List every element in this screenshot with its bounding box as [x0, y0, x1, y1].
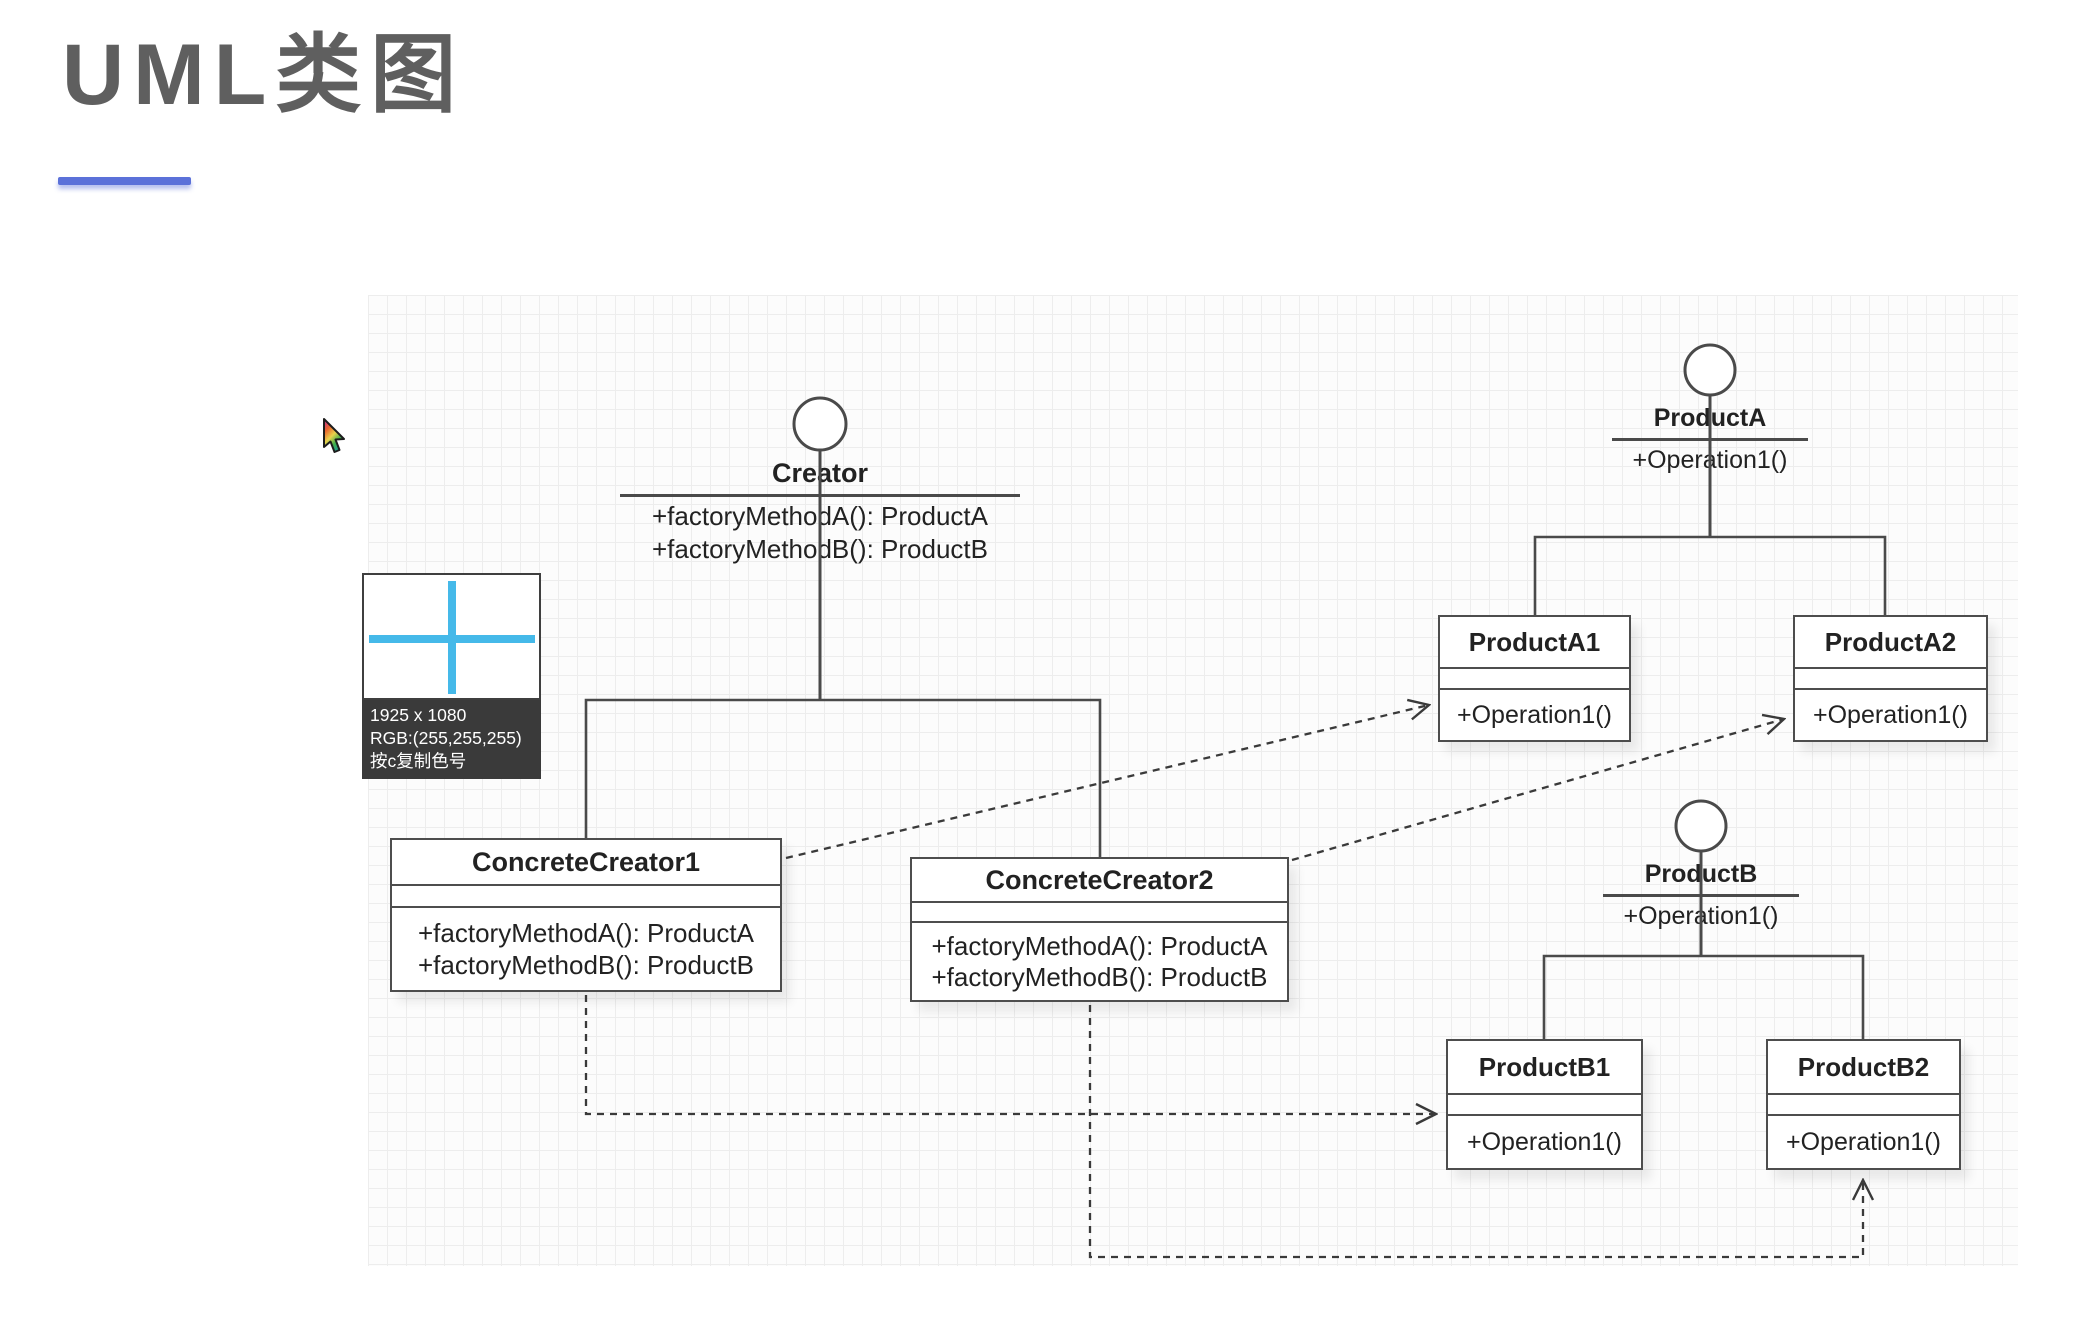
color-picker-swatch: [362, 573, 541, 700]
copy-hint-label: 按c复制色号: [370, 751, 467, 771]
class-name: Creator: [620, 458, 1020, 497]
class-name: ProductB2: [1768, 1041, 1959, 1095]
color-picker-overlay: 1925 x 1080 RGB:(255,255,255) 按c复制色号: [362, 573, 541, 779]
title-underline: [58, 177, 191, 185]
screen-dimensions-label: 1925 x 1080: [370, 705, 467, 725]
class-name: ConcreteCreator2: [912, 859, 1287, 903]
method-label: +Operation1(): [1813, 700, 1968, 729]
mouse-cursor-icon: [323, 418, 345, 453]
method-label: +factoryMethodB(): ProductB: [652, 534, 988, 564]
method-label: +factoryMethodA(): ProductA: [931, 930, 1268, 961]
color-picker-readout: 1925 x 1080 RGB:(255,255,255) 按c复制色号: [362, 700, 541, 779]
method-label: +factoryMethodB(): ProductB: [418, 950, 754, 980]
class-product-a[interactable]: ProductA +Operation1(): [1612, 404, 1808, 477]
class-concrete-creator-2[interactable]: ConcreteCreator2 +factoryMethodA(): Prod…: [910, 857, 1289, 1002]
class-creator[interactable]: Creator +factoryMethodA(): ProductA +fac…: [620, 458, 1020, 566]
class-name: ProductA2: [1795, 617, 1986, 669]
method-label: +Operation1(): [1467, 1127, 1622, 1156]
attributes-compartment: [392, 886, 780, 908]
method-label: +factoryMethodA(): ProductA: [652, 501, 988, 531]
class-name: ProductA: [1612, 404, 1808, 441]
class-name: ConcreteCreator1: [392, 840, 780, 886]
class-product-b1[interactable]: ProductB1 +Operation1(): [1446, 1039, 1643, 1170]
page-title: UML类图: [62, 27, 466, 123]
attributes-compartment: [1768, 1095, 1959, 1116]
class-product-b2[interactable]: ProductB2 +Operation1(): [1766, 1039, 1961, 1170]
method-label: +factoryMethodB(): ProductB: [931, 961, 1268, 992]
class-concrete-creator-1[interactable]: ConcreteCreator1 +factoryMethodA(): Prod…: [390, 838, 782, 992]
attributes-compartment: [1795, 669, 1986, 690]
attributes-compartment: [1440, 669, 1629, 690]
crosshair-icon: [448, 581, 456, 694]
method-label: +Operation1(): [1632, 446, 1788, 474]
class-name: ProductA1: [1440, 617, 1629, 669]
method-label: +Operation1(): [1623, 902, 1779, 930]
class-product-b[interactable]: ProductB +Operation1(): [1603, 860, 1799, 933]
class-product-a2[interactable]: ProductA2 +Operation1(): [1793, 615, 1988, 742]
rgb-value-label: RGB:(255,255,255): [370, 728, 522, 748]
method-label: +factoryMethodA(): ProductA: [418, 918, 754, 948]
class-product-a1[interactable]: ProductA1 +Operation1(): [1438, 615, 1631, 742]
class-name: ProductB1: [1448, 1041, 1641, 1095]
method-label: +Operation1(): [1457, 700, 1612, 729]
class-name: ProductB: [1603, 860, 1799, 897]
attributes-compartment: [1448, 1095, 1641, 1116]
method-label: +Operation1(): [1786, 1127, 1941, 1156]
attributes-compartment: [912, 903, 1287, 923]
